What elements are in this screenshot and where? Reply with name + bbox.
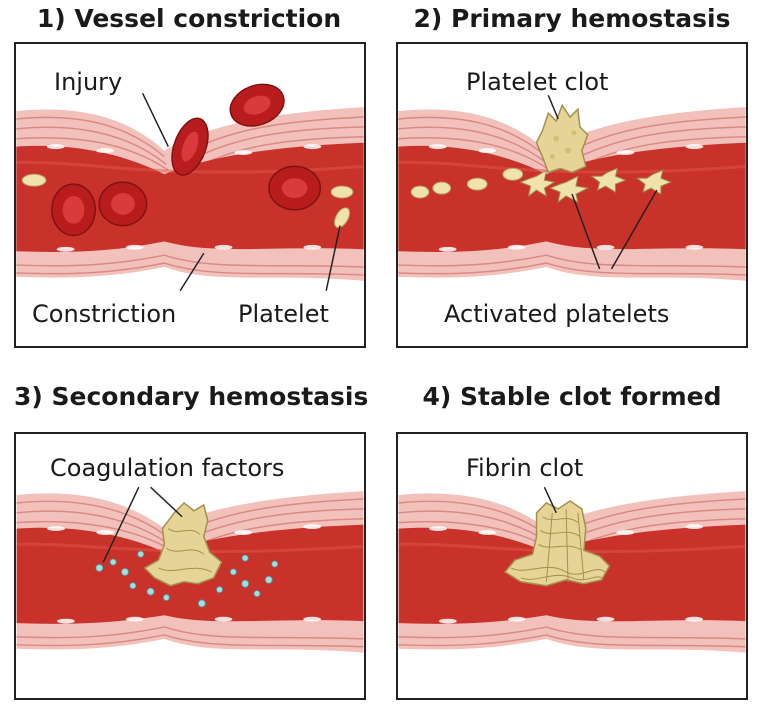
primary-hemostasis-illustration bbox=[398, 44, 746, 346]
panel-secondary-hemostasis: Coagulation factors bbox=[14, 432, 366, 700]
platelet-label: Platelet bbox=[238, 300, 329, 328]
panel-primary-hemostasis: Platelet clot Activated platelets bbox=[396, 42, 748, 348]
red-blood-cells bbox=[51, 83, 322, 237]
panel-vessel-constriction: Injury Constriction Platelet bbox=[14, 42, 366, 348]
platelet-clot-label: Platelet clot bbox=[466, 68, 609, 96]
forming-clot bbox=[143, 501, 223, 587]
activated-platelets-pointer-left bbox=[571, 193, 601, 270]
fibrin-clot-label: Fibrin clot bbox=[466, 454, 584, 482]
panel-3-title: 3) Secondary hemostasis bbox=[14, 382, 369, 411]
coagulation-factors-label: Coagulation factors bbox=[50, 454, 285, 482]
coagulation-factors-pointer-right bbox=[150, 486, 183, 518]
injury-label: Injury bbox=[54, 68, 123, 96]
constriction-pointer bbox=[179, 252, 205, 292]
panel-1-title: 1) Vessel constriction bbox=[36, 4, 342, 33]
constriction-label: Constriction bbox=[32, 300, 177, 328]
fibrin-clot-pointer bbox=[543, 486, 557, 514]
secondary-hemostasis-illustration bbox=[16, 434, 364, 698]
platelets bbox=[21, 173, 354, 229]
platelets bbox=[410, 167, 524, 199]
platelet-pointer bbox=[325, 225, 341, 291]
fibrin-clot bbox=[503, 500, 611, 587]
injury-pointer bbox=[141, 93, 169, 147]
panel-stable-clot: Fibrin clot bbox=[396, 432, 748, 700]
activated-platelets-pointer-right bbox=[610, 189, 658, 270]
platelet-clot-pointer bbox=[547, 95, 559, 120]
coagulation-factors bbox=[95, 550, 279, 608]
panel-4-title: 4) Stable clot formed bbox=[422, 382, 722, 411]
activated-platelets-label: Activated platelets bbox=[444, 300, 670, 328]
panel-2-title: 2) Primary hemostasis bbox=[413, 4, 731, 33]
vessel-constriction-illustration bbox=[16, 44, 364, 346]
platelet-plug bbox=[535, 103, 589, 174]
coagulation-factors-pointer-left bbox=[102, 486, 140, 563]
stable-clot-illustration bbox=[398, 434, 746, 698]
